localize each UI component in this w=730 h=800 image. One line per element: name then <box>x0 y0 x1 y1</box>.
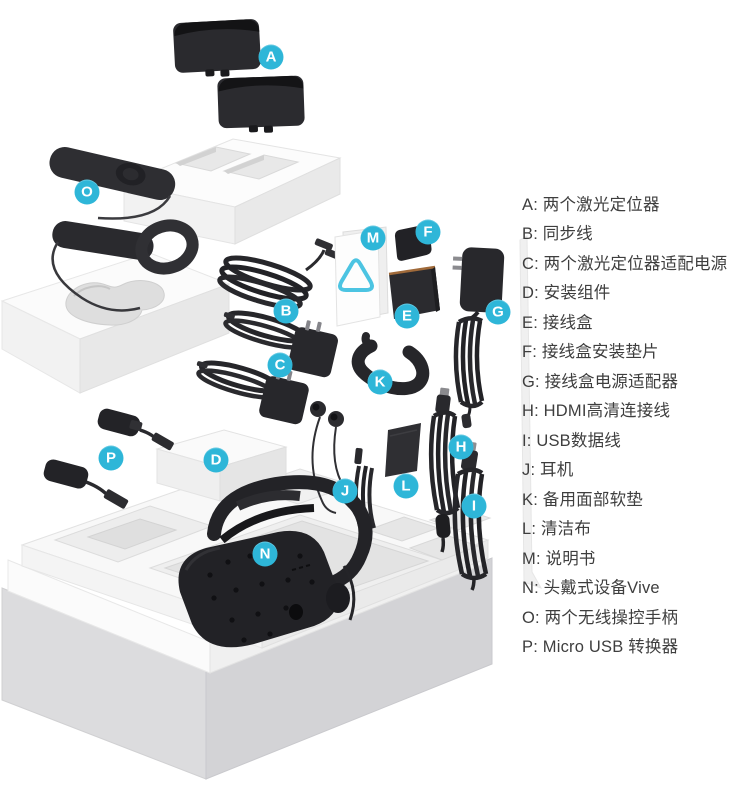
legend-list: A: 两个激光定位器 B: 同步线 C: 两个激光定位器适配电源 D: 安装组件 E: … <box>522 188 727 660</box>
legend-item-B: B: 同步线 <box>522 225 593 244</box>
station-power-adapter-1 <box>223 310 338 378</box>
box-lid-edge <box>519 235 543 589</box>
headset-camera <box>289 604 303 620</box>
legend-item-F: F: 接线盒安装垫片 <box>522 343 659 362</box>
earphones <box>310 401 376 531</box>
controller-1 <box>49 147 176 220</box>
legend-item-C: C: 两个激光定位器适配电源 <box>522 254 728 273</box>
legend-item-E: E: 接线盒 <box>522 313 593 332</box>
legend-item-P: P: Micro USB 转换器 <box>522 638 679 657</box>
station-power-adapter-2 <box>196 360 309 425</box>
manual <box>334 226 389 327</box>
legend-item-G: G: 接线盒电源适配器 <box>522 372 679 391</box>
controller-ring <box>135 219 199 275</box>
base-station-1 <box>173 19 261 77</box>
base-station-2 <box>217 75 305 133</box>
legend-item-O: O: 两个无线操控手柄 <box>522 608 679 627</box>
controller-lanyard <box>97 195 172 220</box>
legend-item-K: K: 备用面部软垫 <box>522 490 643 509</box>
face-cushion <box>351 332 430 396</box>
legend-item-N: N: 头戴式设备Vive <box>522 579 660 598</box>
legend-item-A: A: 两个激光定位器 <box>522 195 660 214</box>
legend-item-J: J: 耳机 <box>522 461 574 480</box>
legend-item-H: H: HDMI高清连接线 <box>522 402 671 421</box>
microusb-adapter-1 <box>97 408 174 451</box>
usb-cable <box>452 441 489 591</box>
headset-strap-knob <box>326 583 350 613</box>
vive-logo <box>338 258 374 292</box>
controller-lanyard <box>51 241 141 312</box>
hdmi-cable <box>428 387 461 553</box>
foam-insert <box>0 252 231 394</box>
headset-cable <box>342 565 356 621</box>
microusb-adapter-2 <box>43 459 129 509</box>
legend-item-D: D: 安装组件 <box>522 284 611 303</box>
linkbox-power-adapter <box>452 247 505 429</box>
cleaning-cloth <box>385 423 421 477</box>
legend-item-M: M: 说明书 <box>522 549 596 568</box>
headset-sensor-dots <box>207 549 315 643</box>
link-box <box>388 265 440 319</box>
sync-cable <box>217 238 343 310</box>
legend-item-L: L: 清洁布 <box>522 520 592 539</box>
mounting-pad <box>394 224 432 261</box>
legend-item-I: I: USB数据线 <box>522 431 621 450</box>
controller-2 <box>51 219 199 312</box>
top-tray <box>122 138 342 245</box>
